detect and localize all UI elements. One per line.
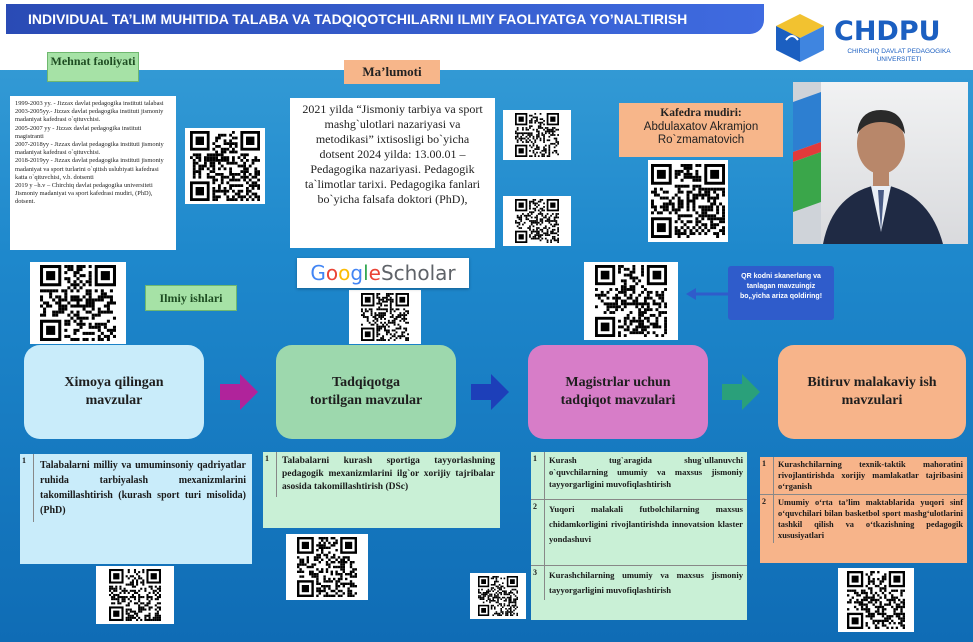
box-label: Bitiruv malakaviy ish mavzulari <box>807 375 937 408</box>
graduation-topics-table: 1 Kurashchilarning texnik-taktik mahorat… <box>760 457 967 563</box>
list-item: 2003-2005yy.- Jizzax davlat pedagogika i… <box>15 108 164 124</box>
qr-code-icon[interactable] <box>470 573 526 619</box>
logo-word: Scholar <box>380 261 456 285</box>
qr-code-icon[interactable] <box>648 160 728 242</box>
table-row: 1 Kurashchilarning texnik-taktik mahorat… <box>760 457 967 495</box>
arrow-left-icon <box>686 288 730 300</box>
box-label: Magistrlar uchun tadqiqot mavzulari <box>560 375 676 408</box>
qr-code-icon[interactable] <box>286 534 368 600</box>
education-info: 2021 yilda “Jismoniy tarbiya va sport ma… <box>290 98 495 248</box>
row-number: 2 <box>760 495 774 543</box>
row-text: Kurash tug`aragida shug`ullanuvchi o`quv… <box>549 455 743 489</box>
table-row: 1 Talabalarni kurash sportiga tayyorlash… <box>263 452 500 497</box>
table-row: 3 Kurashchilarning umumiy va maxsus jism… <box>531 566 747 600</box>
table-row: 2 Umumiy o‘rta ta’lim maktablarida yuqor… <box>760 495 967 543</box>
box-label: Ximoya qilingan mavzular <box>64 375 164 408</box>
qr-code-icon[interactable] <box>349 290 421 344</box>
table-row: 2 Yuqori malakali futbolchilarning maxsu… <box>531 500 747 566</box>
cube-logo-icon <box>776 14 824 62</box>
box-label: Tadqiqotga tortilgan mavzular <box>309 375 423 408</box>
list-item: 2007-2018yy - Jizzax davlat pedagogika i… <box>15 141 164 157</box>
row-number: 1 <box>263 452 277 497</box>
qr-code-icon[interactable] <box>30 262 126 344</box>
arrow-right-icon <box>722 374 760 410</box>
arrow-right-icon <box>471 374 509 410</box>
row-number: 2 <box>531 500 545 565</box>
row-text: Kurashchilarning umumiy va maxsus jismon… <box>549 570 743 595</box>
department-head-name: Abdulaxatov Akramjon Ro`zmamatovich <box>643 120 759 147</box>
logo-subtitle: CHIRCHIQ DAVLAT PEDAGOGIKA UNIVERSITETI <box>847 48 951 63</box>
tag-malumot: Ma’lumoti <box>344 60 440 84</box>
qr-code-icon[interactable] <box>838 568 914 632</box>
department-head-title: Kafedra mudiri: <box>660 107 742 119</box>
person-portrait-icon <box>793 82 943 244</box>
row-number: 1 <box>760 457 774 494</box>
department-head-card: Kafedra mudiri: Abdulaxatov Akramjon Ro`… <box>619 103 783 157</box>
master-topics-table: 1 Kurash tug`aragida shug`ullanuvchi o`q… <box>531 452 747 620</box>
box-master-topics[interactable]: Magistrlar uchun tadqiqot mavzulari <box>528 345 708 439</box>
row-text: Talabalarni kurash sportiga tayyorlashni… <box>282 456 495 492</box>
qr-code-icon[interactable] <box>584 262 678 340</box>
qr-code-icon[interactable] <box>503 196 571 246</box>
row-number: 3 <box>531 566 545 600</box>
arrow-right-icon <box>220 374 258 410</box>
list-item: 2018-2019yy - Jizzax davlat pedagogika i… <box>15 157 164 181</box>
logo-letter: e <box>368 261 381 285</box>
logo-letter: l <box>363 261 369 285</box>
qr-code-icon[interactable] <box>503 110 571 160</box>
tag-mehnat: Mehnat faoliyati <box>47 52 139 82</box>
defended-topics-table: 1 Talabalarni milliy va umuminsoniy qadr… <box>20 454 252 564</box>
row-text: Umumiy o‘rta ta’lim maktablarida yuqori … <box>778 498 963 540</box>
logo-title: CHDPU <box>834 16 941 47</box>
logo-letter: G <box>310 261 326 285</box>
portrait-photo <box>793 82 968 244</box>
work-history-list: 1999-2003 yy. - Jizzax davlat pedagogika… <box>10 96 176 250</box>
row-text: Kurashchilarning texnik-taktik mahoratin… <box>778 460 963 491</box>
list-item: 2005-2007 yy - Jizzax davlat pedagogika … <box>15 124 142 140</box>
box-graduation-topics[interactable]: Bitiruv malakaviy ish mavzulari <box>778 345 966 439</box>
table-row: 1 Kurash tug`aragida shug`ullanuvchi o`q… <box>531 452 747 500</box>
logo-letter: o <box>338 261 351 285</box>
list-item: 2019 y –h.v – Chirchiq davlat pedagogika… <box>15 182 153 206</box>
row-text: Talabalarni milliy va umuminsoniy qadriy… <box>40 460 246 516</box>
row-number: 1 <box>20 454 34 522</box>
tag-ilmiy: Ilmiy ishlari <box>145 285 237 311</box>
row-number: 1 <box>531 452 545 499</box>
research-topics-table: 1 Talabalarni kurash sportiga tayyorlash… <box>263 452 500 528</box>
page-title: INDIVIDUAL TA’LIM MUHITIDA TALABA VA TAD… <box>6 4 764 34</box>
box-defended-topics[interactable]: Ximoya qilingan mavzular <box>24 345 204 439</box>
box-research-topics[interactable]: Tadqiqotga tortilgan mavzular <box>276 345 456 439</box>
row-text: Yuqori malakali futbolchilarning maxsus … <box>549 504 743 544</box>
logo-letter: g <box>350 261 364 285</box>
qr-code-icon[interactable] <box>185 128 265 204</box>
university-logo: CHDPU CHIRCHIQ DAVLAT PEDAGOGIKA UNIVERS… <box>772 6 968 68</box>
logo-letter: o <box>325 261 339 285</box>
list-item: 1999-2003 yy. - Jizzax davlat pedagogika… <box>15 100 164 107</box>
table-row: 1 Talabalarni milliy va umuminsoniy qadr… <box>20 454 252 522</box>
callout-note: QR kodni skanerlang va tanlagan mavzuing… <box>728 266 834 320</box>
qr-code-icon[interactable] <box>96 566 174 624</box>
